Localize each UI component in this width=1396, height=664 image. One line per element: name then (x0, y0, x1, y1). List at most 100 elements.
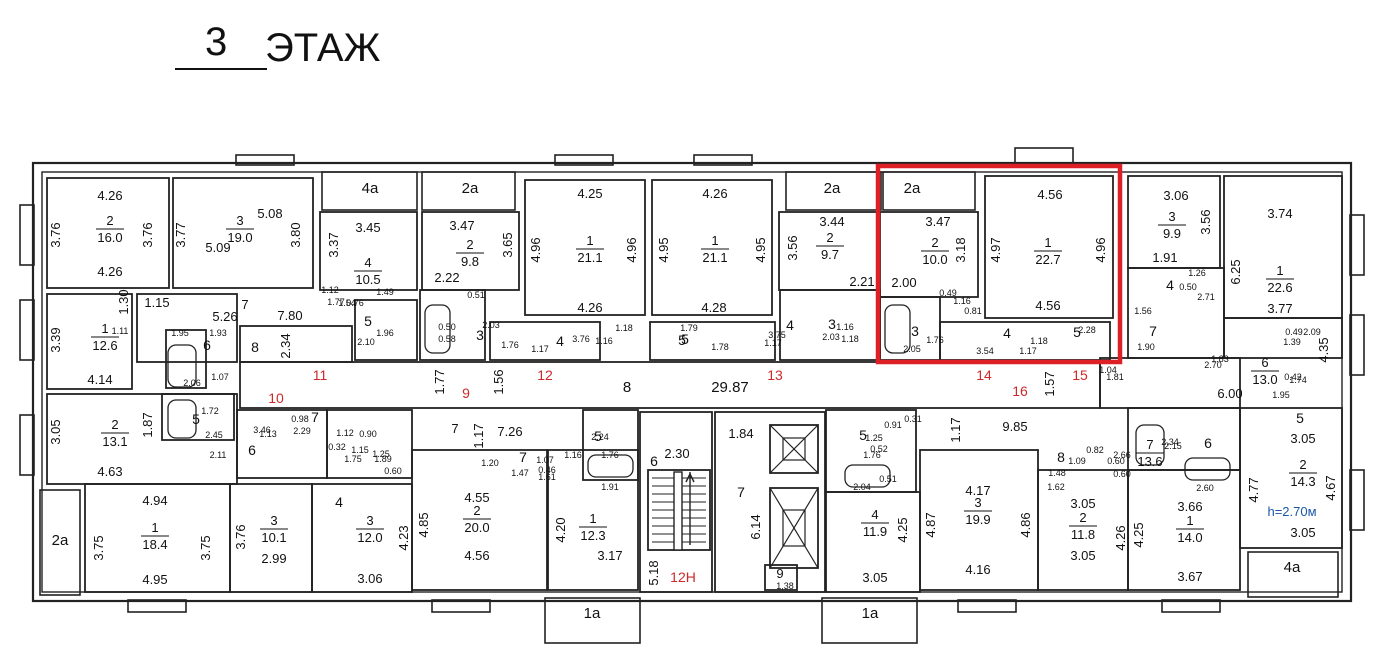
aux-label: 1.16 (836, 322, 854, 332)
aux-label: 4 (556, 333, 564, 349)
room-17-dimension: 4.56 (464, 548, 489, 563)
room-23-dimension: 3.05 (1290, 431, 1315, 446)
room-22-dimension: 3.66 (1177, 499, 1202, 514)
aux-label: 1.78 (711, 342, 729, 352)
aux-label: 1.17 (1019, 346, 1037, 356)
room-16-dimension: 3.06 (357, 571, 382, 586)
aux-label: 2.04 (853, 482, 871, 492)
aux-label: 2.66 (1113, 450, 1131, 460)
aux-label: 1.75 (344, 454, 362, 464)
room-5-number: 1 (711, 233, 718, 248)
aux-label: 1.09 (1068, 456, 1086, 466)
aux-label: 5 (594, 428, 602, 444)
room-4-area: 21.1 (577, 250, 602, 265)
room-4-dimension: 4.96 (528, 237, 543, 262)
room-22-dimension: 3.67 (1177, 569, 1202, 584)
aux-label: 0.51 (879, 474, 897, 484)
room-14-dimension: 4.94 (142, 493, 167, 508)
aux-label: 2.06 (183, 378, 201, 388)
room-3-dimension: 3.47 (449, 218, 474, 233)
aux-label: 6 (203, 337, 211, 353)
room-1-dimension: 3.80 (288, 222, 303, 247)
aux-label: 0.76 (346, 298, 364, 308)
room-7-number: 2 (931, 235, 938, 250)
aux-label: 0.98 (291, 414, 309, 424)
room-11-area: 12.6 (92, 338, 117, 353)
room-23-area: 14.3 (1290, 474, 1315, 489)
room-8-dimension: 4.56 (1037, 187, 1062, 202)
aux-label: 8 (1057, 449, 1065, 465)
room-24-area: 13.0 (1252, 372, 1277, 387)
room-1-dimension: 5.08 (257, 206, 282, 221)
aux-label: 5 (678, 332, 686, 348)
room-20-dimension: 4.86 (1018, 512, 1033, 537)
floor-number-underline (175, 68, 267, 70)
corridor-marker: 13 (767, 367, 783, 383)
aux-label: 1.95 (171, 328, 189, 338)
room-23-dimension: 4.67 (1323, 475, 1338, 500)
room-15-dimension: 2.99 (261, 551, 286, 566)
aux-label: 0.60 (1107, 456, 1125, 466)
aux-label: 1.74 (1289, 375, 1307, 385)
lift-room-dimension: 1.38 (776, 581, 794, 591)
lift-dimension: 6.14 (748, 514, 763, 539)
aux-label: 5 (1073, 324, 1081, 340)
room-22-area: 14.0 (1177, 530, 1202, 545)
aux-label: 6 (248, 442, 256, 458)
room-6-area: 9.7 (821, 247, 839, 262)
room-20-dimension: 4.87 (923, 512, 938, 537)
aux-label: 0.82 (1086, 445, 1104, 455)
aux-label: 5 (364, 313, 372, 329)
room-8-dimension: 4.97 (988, 237, 1003, 262)
room-1-number: 3 (236, 213, 243, 228)
aux-label: 5 (192, 411, 200, 427)
room-3-dimension: 2.22 (434, 270, 459, 285)
room-21-dimension: 3.05 (1070, 548, 1095, 563)
balcony-label: 1а (862, 605, 879, 622)
aux-label: 2.34 (1161, 437, 1179, 447)
aux-label: 5 (859, 427, 867, 443)
aux-label: 1.17 (531, 344, 549, 354)
corridor-marker: 12 (537, 367, 553, 383)
aux-label: 1.76 (863, 450, 881, 460)
room-12-dimension: 7.80 (277, 308, 302, 323)
room-16-number: 3 (366, 513, 373, 528)
aux-label: 2.71 (1197, 292, 1215, 302)
aux-label: 8 (251, 339, 259, 355)
aux-label: 2.45 (205, 430, 223, 440)
room-12-dimension: 5.26 (212, 309, 237, 324)
room-26-number: 7 (451, 421, 458, 436)
selected-apartment-highlight[interactable] (875, 163, 1123, 365)
aux-label: 1.89 (374, 454, 392, 464)
balcony-label: 2а (52, 532, 69, 549)
corridor-width: 1.77 (432, 369, 447, 394)
room-13-number: 2 (111, 417, 118, 432)
room-23-dimension: 4.77 (1246, 477, 1261, 502)
aux-label: 1.13 (259, 429, 277, 439)
room-13-dimension: 1.87 (140, 412, 155, 437)
room-14-dimension: 3.75 (198, 535, 213, 560)
ceiling-height-note: h=2.70м (1267, 504, 1316, 519)
room-4-dimension: 4.96 (624, 237, 639, 262)
aux-label: 1.25 (865, 433, 883, 443)
room-19-dimension: 4.25 (895, 517, 910, 542)
corridor-marker: 9 (462, 385, 470, 401)
aux-label: 7 (519, 449, 527, 465)
room-25-dimension: 9.85 (1002, 419, 1027, 434)
room-11-number: 1 (101, 321, 108, 336)
aux-label: 1.54 (338, 298, 356, 308)
room-9-dimension: 1.91 (1152, 250, 1177, 265)
room-23-number: 2 (1299, 457, 1306, 472)
aux-label: 6 (1204, 435, 1212, 451)
balconies (39, 171, 1339, 644)
corridor-marker: 15 (1072, 367, 1088, 383)
aux-label: 0.60 (1113, 469, 1131, 479)
room-21-number: 2 (1079, 510, 1086, 525)
room-0-number: 2 (106, 213, 113, 228)
room-21-dimension: 3.05 (1070, 496, 1095, 511)
room-20-area: 19.9 (965, 512, 990, 527)
aux-label: 1.18 (615, 323, 633, 333)
room-16-dimension: 4.23 (396, 525, 411, 550)
aux-label: 2.03 (482, 320, 500, 330)
